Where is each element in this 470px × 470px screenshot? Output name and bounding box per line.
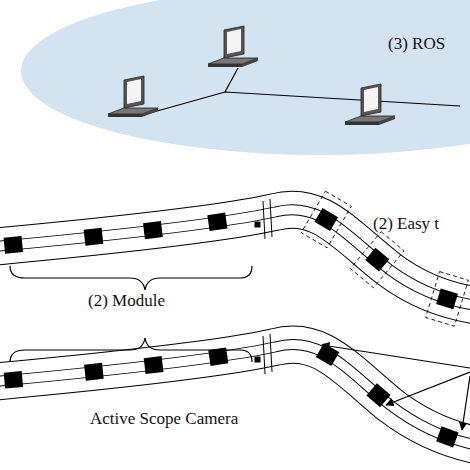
command-arrow	[386, 372, 470, 405]
scope-tube	[0, 210, 470, 306]
scope-tube	[0, 344, 470, 446]
module-block	[4, 371, 23, 389]
module-block	[365, 248, 389, 272]
scope-tube	[0, 344, 470, 446]
joint-line	[263, 336, 265, 374]
ros-ellipse	[20, 0, 470, 156]
command-arrow	[462, 376, 470, 430]
module-block	[144, 356, 164, 374]
module-block	[207, 213, 227, 231]
module-block	[314, 208, 338, 231]
joint-line	[270, 199, 272, 237]
scope-camera-label: Active Scope Camera	[90, 409, 238, 429]
network-wire	[150, 92, 460, 113]
module-brace	[10, 266, 252, 290]
ros-network-region: (3) ROS	[20, 0, 470, 156]
module-block	[84, 363, 104, 381]
module-block	[84, 228, 104, 246]
module-block	[366, 383, 390, 407]
module-label: (2) Module	[88, 291, 165, 311]
joint-line	[263, 201, 265, 239]
joint-block	[255, 222, 260, 227]
scope-tube	[0, 344, 470, 446]
scope-tube	[0, 210, 470, 306]
ros-ellipse	[21, 0, 470, 155]
easy-to-replace-label: (2) Easy t	[373, 214, 439, 234]
module-brace	[10, 338, 252, 362]
scope-tube	[0, 210, 470, 306]
module-highlight	[350, 232, 404, 288]
scope-tube	[0, 210, 470, 306]
module-highlight	[301, 191, 351, 248]
module-block	[143, 221, 163, 239]
joint-block	[255, 357, 260, 362]
joint-line	[270, 334, 272, 372]
laptop-icon	[108, 76, 158, 117]
command-arrow	[322, 345, 470, 368]
module-block	[436, 426, 458, 447]
laptop-icon	[208, 26, 258, 67]
module-block	[4, 236, 23, 254]
ros-label: (3) ROS	[388, 34, 445, 54]
scope-tube	[0, 344, 470, 446]
network-wire	[225, 68, 238, 92]
module-block	[436, 289, 458, 310]
laptop-icon	[345, 84, 395, 125]
module-highlight	[426, 272, 469, 327]
